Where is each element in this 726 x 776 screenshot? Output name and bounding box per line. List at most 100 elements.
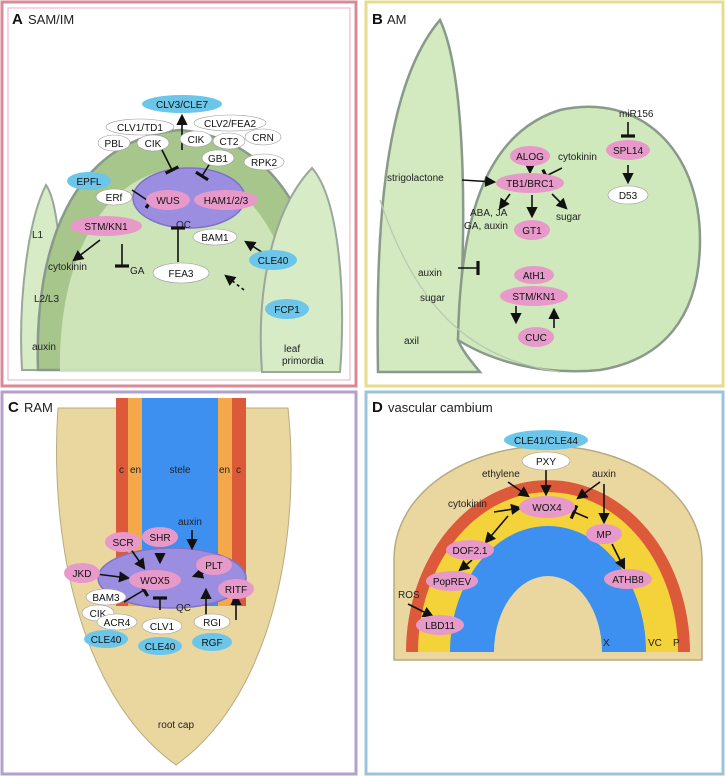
label-en-left: en bbox=[130, 465, 141, 476]
label-c-left: c bbox=[119, 465, 124, 476]
node-bam1: BAM1 bbox=[192, 228, 238, 246]
svg-text:CT2: CT2 bbox=[220, 137, 239, 148]
svg-text:CIK: CIK bbox=[188, 135, 205, 146]
node-cle40: CLE40 bbox=[249, 250, 297, 270]
label-oc: OC bbox=[176, 220, 191, 231]
svg-text:RGF: RGF bbox=[201, 638, 222, 649]
label-ros: ROS bbox=[398, 590, 420, 601]
svg-text:D53: D53 bbox=[619, 191, 638, 202]
endodermis-right bbox=[218, 398, 232, 606]
node-erf: ERf bbox=[95, 188, 133, 206]
stem-shape bbox=[376, 17, 483, 374]
pith bbox=[494, 576, 602, 652]
svg-text:SPL14: SPL14 bbox=[613, 146, 643, 157]
panel-c-edges bbox=[95, 530, 242, 620]
panel-a-letter: A bbox=[12, 11, 23, 28]
node-tb1: TB1/BRC1 bbox=[496, 173, 564, 193]
node-ct2: CT2 bbox=[212, 132, 246, 150]
node-rgi: RGI bbox=[193, 613, 231, 631]
node-epfl: EPFL bbox=[67, 172, 111, 190]
svg-text:GT1: GT1 bbox=[522, 226, 542, 237]
svg-text:ACR4: ACR4 bbox=[104, 618, 131, 629]
svg-text:BAM3: BAM3 bbox=[92, 593, 120, 604]
svg-text:FEA3: FEA3 bbox=[168, 269, 193, 280]
node-clv1: CLV1/TD1 bbox=[105, 118, 175, 136]
panel-c-title: RAM bbox=[24, 400, 53, 415]
label-auxin: auxin bbox=[32, 342, 56, 353]
node-scr: SCR bbox=[105, 532, 141, 552]
svg-text:STM/KN1: STM/KN1 bbox=[84, 222, 128, 233]
node-pxy: PXY bbox=[521, 451, 571, 471]
label-stele: stele bbox=[169, 465, 191, 476]
cortex-right bbox=[232, 398, 246, 606]
label-axil: axil bbox=[404, 336, 419, 347]
svg-text:RITF: RITF bbox=[225, 585, 247, 596]
node-fea3: FEA3 bbox=[152, 262, 210, 284]
node-cle40-c1: CLE40 bbox=[84, 630, 128, 648]
svg-text:DOF2.1: DOF2.1 bbox=[452, 546, 487, 557]
node-ritf: RITF bbox=[218, 579, 254, 599]
node-clv1-c: CLV1 bbox=[141, 617, 183, 635]
svg-text:PBL: PBL bbox=[105, 139, 124, 150]
panel-d: D vascular cambium ethylene auxin cytoki… bbox=[364, 390, 725, 776]
node-d53: D53 bbox=[607, 185, 649, 205]
node-dof: DOF2.1 bbox=[446, 540, 494, 560]
node-alog: ALOG bbox=[510, 146, 550, 166]
node-ath1: AtH1 bbox=[514, 266, 554, 284]
svg-text:FCP1: FCP1 bbox=[274, 305, 300, 316]
axillary-meristem bbox=[456, 105, 702, 373]
node-cle41: CLE41/CLE44 bbox=[504, 430, 588, 450]
node-spl14: SPL14 bbox=[606, 140, 650, 160]
svg-text:BAM1: BAM1 bbox=[201, 233, 229, 244]
panel-d-title: vascular cambium bbox=[388, 400, 493, 415]
svg-text:STM/KN1: STM/KN1 bbox=[512, 292, 556, 303]
label-p: P bbox=[673, 638, 680, 649]
panel-b-frame bbox=[364, 0, 725, 388]
node-athb8: ATHB8 bbox=[604, 569, 652, 589]
label-sugar-b: sugar bbox=[556, 212, 582, 223]
svg-text:RGI: RGI bbox=[203, 618, 221, 629]
label-en-right: en bbox=[219, 465, 230, 476]
svg-text:MP: MP bbox=[597, 530, 612, 541]
node-rgf: RGF bbox=[192, 633, 232, 651]
svg-text:CIK: CIK bbox=[90, 609, 107, 620]
label-mir156: miR156 bbox=[619, 109, 654, 120]
svg-text:CRN: CRN bbox=[252, 133, 274, 144]
svg-text:WOX4: WOX4 bbox=[532, 503, 562, 514]
svg-text:ERf: ERf bbox=[106, 193, 123, 204]
node-clv3: CLV3/CLE7 bbox=[142, 95, 222, 113]
svg-text:TB1/BRC1: TB1/BRC1 bbox=[506, 179, 554, 190]
svg-text:CLV2/FEA2: CLV2/FEA2 bbox=[204, 119, 256, 130]
svg-text:CLV1: CLV1 bbox=[150, 622, 175, 633]
svg-text:EPFL: EPFL bbox=[76, 177, 101, 188]
svg-text:CLV1/TD1: CLV1/TD1 bbox=[117, 123, 163, 134]
svg-text:SHR: SHR bbox=[149, 533, 170, 544]
cortex-left bbox=[116, 398, 128, 606]
node-plt: PLT bbox=[196, 555, 232, 575]
node-jkd: JKD bbox=[64, 563, 100, 583]
svg-text:GB1: GB1 bbox=[208, 154, 228, 165]
svg-text:WOX5: WOX5 bbox=[140, 576, 170, 587]
svg-text:WUS: WUS bbox=[156, 196, 180, 207]
svg-text:CUC: CUC bbox=[525, 333, 547, 344]
svg-text:CLE40: CLE40 bbox=[258, 256, 289, 267]
svg-text:CLE41/CLE44: CLE41/CLE44 bbox=[514, 436, 578, 447]
svg-text:CLE40: CLE40 bbox=[91, 635, 122, 646]
label-auxin-d: auxin bbox=[592, 469, 616, 480]
svg-text:ALOG: ALOG bbox=[516, 152, 544, 163]
node-popref: PopREV bbox=[426, 571, 478, 591]
label-cytokinin-b: cytokinin bbox=[558, 152, 597, 163]
panel-a: A SAM/IM L1 L2/L3 auxin leaf primordia O… bbox=[0, 0, 358, 388]
svg-text:CLE40: CLE40 bbox=[145, 642, 176, 653]
svg-text:AtH1: AtH1 bbox=[523, 271, 546, 282]
svg-text:LBD11: LBD11 bbox=[425, 621, 455, 632]
axil-line bbox=[379, 199, 561, 373]
node-stm: STM/KN1 bbox=[70, 216, 142, 236]
panel-c: C RAM c en stele en c auxin QC root cap … bbox=[0, 390, 358, 776]
label-root-cap: root cap bbox=[158, 720, 195, 731]
node-stm-b: STM/KN1 bbox=[500, 286, 568, 306]
label-cytokinin-d: cytokinin bbox=[448, 499, 487, 510]
label-primordia: primordia bbox=[282, 356, 324, 367]
label-vc: VC bbox=[648, 638, 662, 649]
